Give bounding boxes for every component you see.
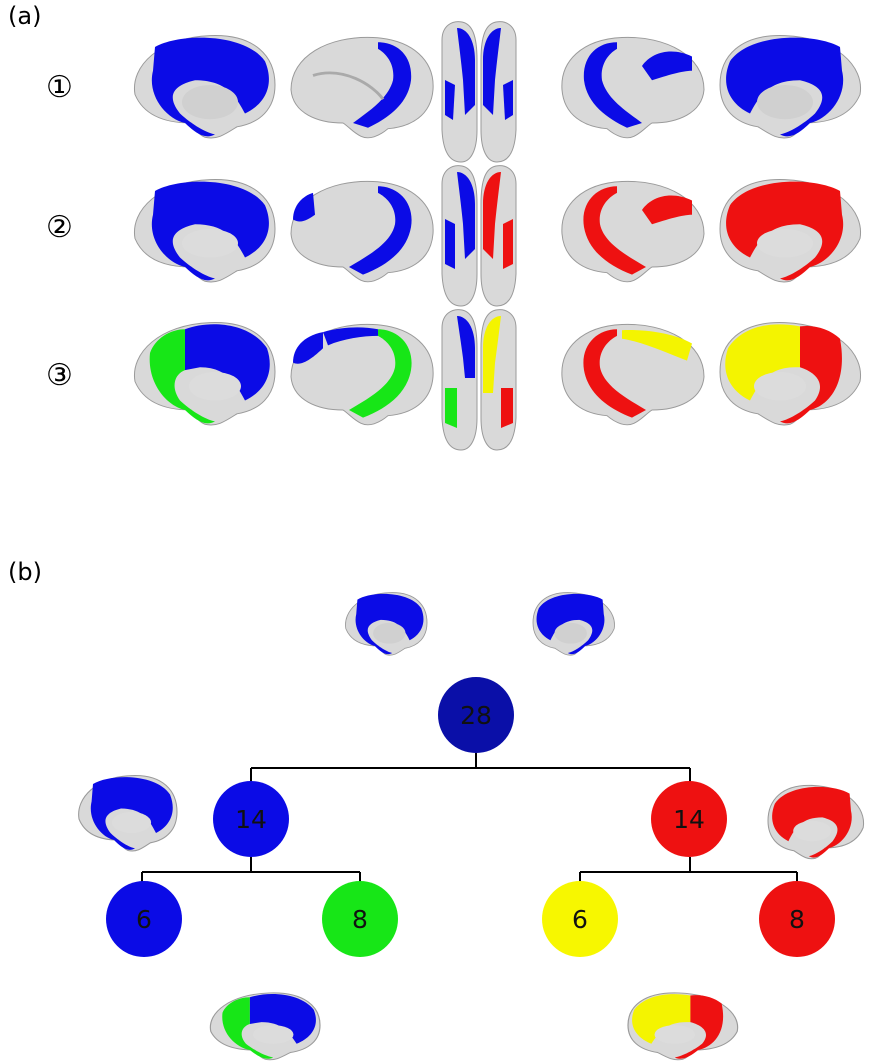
brain-b-left-blue <box>78 774 178 852</box>
tree-node-root-value: 28 <box>460 700 492 730</box>
row2-brains <box>133 165 862 307</box>
brain-r2-lateral-left <box>290 180 434 283</box>
brain-r1-lateral-left <box>290 36 434 139</box>
brain-b-right-red <box>767 784 865 860</box>
brain-r1-medial-left <box>133 34 276 139</box>
row1-brains <box>133 21 862 163</box>
tree-node-left-left-value: 6 <box>136 904 152 934</box>
brain-b-top-right <box>532 592 615 656</box>
tree-node-left-value: 14 <box>235 804 267 834</box>
tree-node-right-left: 6 <box>542 881 618 957</box>
panel-b-label: (b) <box>8 558 42 586</box>
tree-node-right-value: 14 <box>673 804 705 834</box>
brain-b-bottom-right <box>627 992 739 1061</box>
brain-r1-lateral-right <box>561 36 705 139</box>
tree-node-left-left: 6 <box>106 881 182 957</box>
brain-r2-top <box>441 165 517 307</box>
tree-node-left-right: 8 <box>322 881 398 957</box>
row-label-2: ② <box>46 210 73 245</box>
brain-r1-top <box>441 21 517 163</box>
brain-r3-top <box>441 309 517 451</box>
tree-node-root: 28 <box>438 677 514 753</box>
brain-r3-medial-left <box>133 321 276 426</box>
brain-r3-lateral-right <box>561 323 705 426</box>
row3-brains <box>133 309 862 451</box>
row-label-1: ① <box>46 70 73 105</box>
brain-r2-medial-left <box>133 178 276 283</box>
brain-r2-medial-right <box>719 178 862 283</box>
panel-a-label: (a) <box>8 2 42 30</box>
tree-node-right-right: 8 <box>759 881 835 957</box>
brain-r3-medial-right <box>719 321 862 426</box>
tree-node-right: 14 <box>651 781 727 857</box>
tree-node-right-right-value: 8 <box>789 904 805 934</box>
tree-node-left-right-value: 8 <box>352 904 368 934</box>
brain-r2-lateral-right <box>561 180 705 283</box>
row-label-3: ③ <box>46 358 73 393</box>
tree-connectors <box>141 753 798 882</box>
brain-b-top-left <box>345 592 428 656</box>
brain-b-bottom-left <box>209 992 321 1061</box>
tree-node-left: 14 <box>213 781 289 857</box>
tree-node-right-left-value: 6 <box>572 904 588 934</box>
brain-r3-lateral-left <box>290 323 434 426</box>
brain-r1-medial-right <box>719 34 862 139</box>
